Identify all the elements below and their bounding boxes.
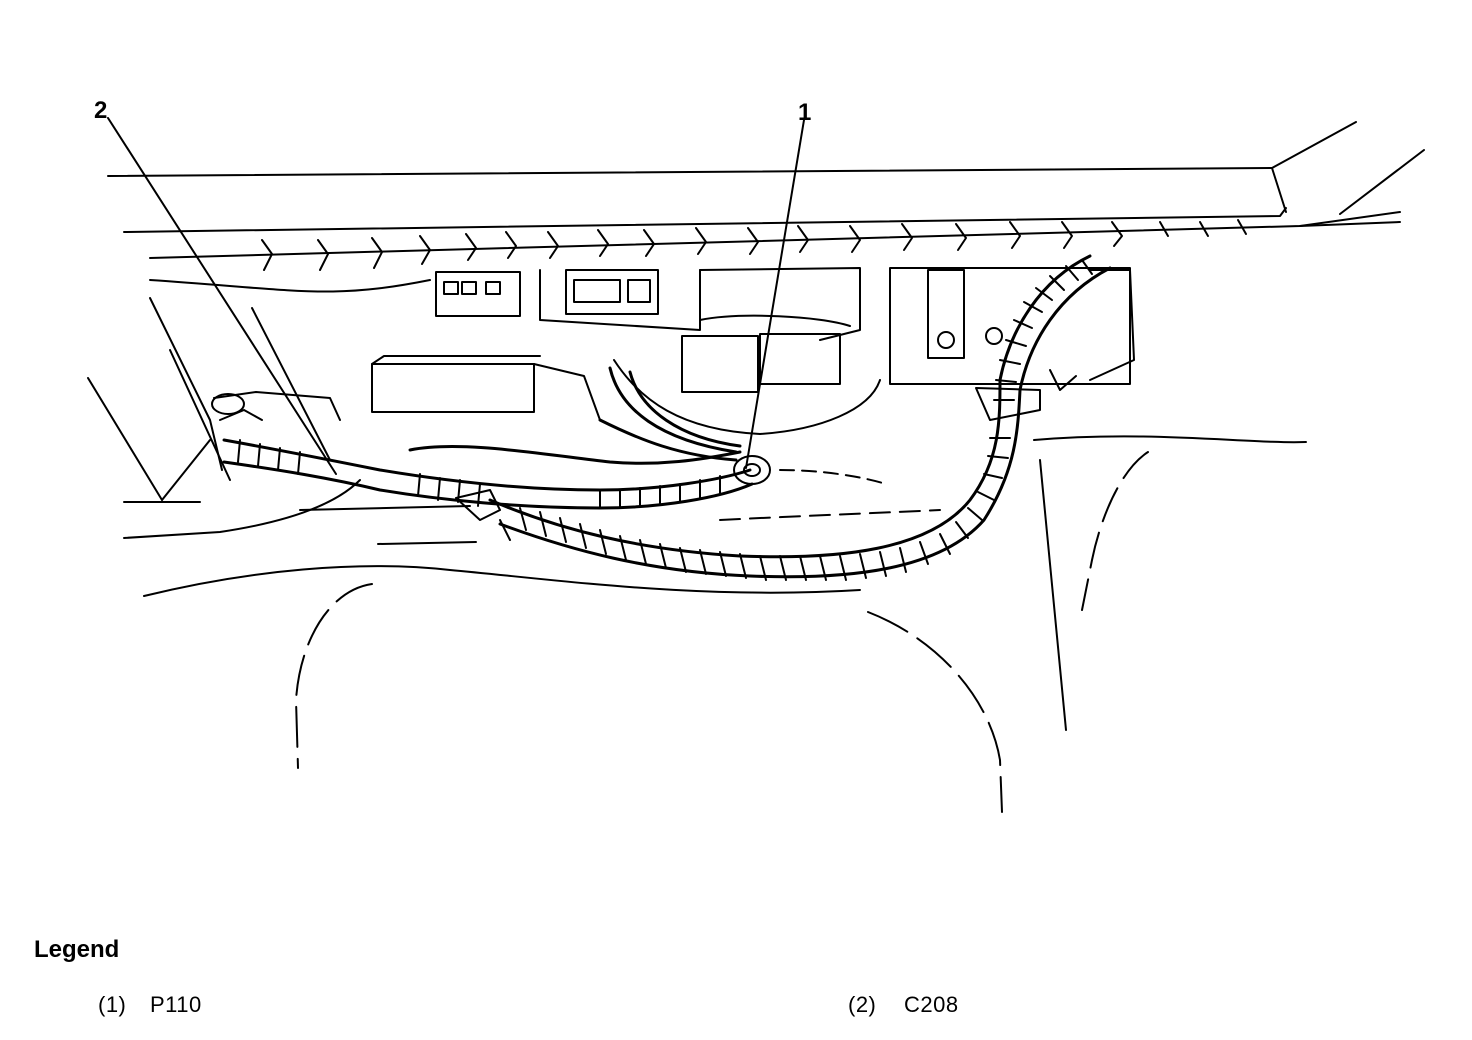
legend-title: Legend — [34, 936, 120, 963]
legend-item-label: C208 — [904, 992, 959, 1017]
wiring-harness-illustration: 1 2 — [87, 97, 1425, 813]
legend-item-number: (1) — [98, 992, 127, 1017]
body-panel — [107, 121, 1425, 293]
callout-1: 1 — [798, 99, 811, 126]
callout-leader-1 — [745, 119, 805, 469]
floor-contours — [143, 435, 1307, 813]
callout-leader-2 — [107, 117, 337, 475]
legend-item-number: (2) — [848, 992, 877, 1017]
wiring-harness — [222, 254, 1112, 579]
harness-ribs — [237, 259, 1093, 581]
legend-item-c208: (2) C208 — [848, 992, 959, 1018]
callout-2: 2 — [94, 97, 107, 124]
legend-item-p110: (1) P110 — [98, 992, 202, 1018]
left-pillar — [87, 297, 361, 539]
dash-components — [371, 267, 1135, 435]
legend-item-label: P110 — [150, 992, 202, 1017]
harness-clips — [211, 387, 1041, 541]
